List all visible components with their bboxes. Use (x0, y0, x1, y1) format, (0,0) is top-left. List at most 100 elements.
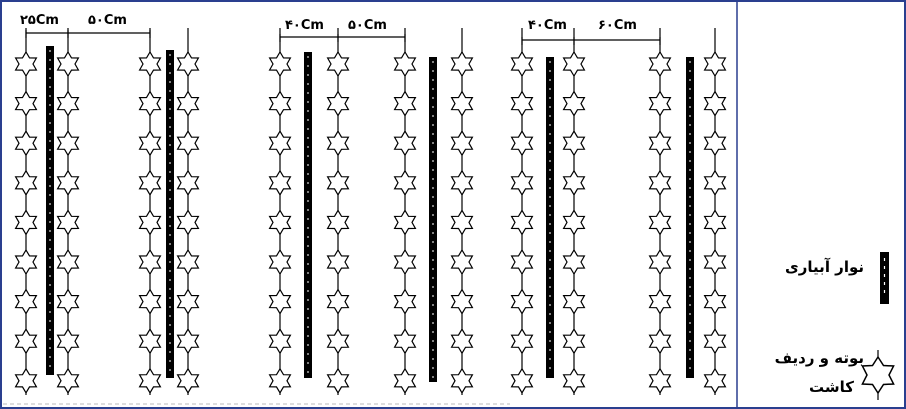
layout-3-plant-row (703, 28, 727, 395)
plant-star-icon (56, 328, 80, 355)
plant-star-icon (450, 90, 474, 117)
plant-star-icon (56, 209, 80, 236)
plant-star-icon (326, 169, 350, 196)
plant-star-icon (703, 50, 727, 78)
plant-star-icon (393, 367, 417, 394)
plant-star-icon (450, 169, 474, 196)
plant-star-icon (138, 169, 162, 196)
drip-tape-icon (880, 252, 889, 304)
drip-tape-bar (546, 57, 554, 378)
plant-star-icon (562, 288, 586, 315)
plant-star-icon (703, 328, 727, 355)
plant-star-icon (703, 169, 727, 196)
drip-tape-bar (46, 46, 54, 375)
plant-star-icon (138, 209, 162, 236)
plant-star-icon (176, 169, 200, 196)
plant-star-icon (562, 209, 586, 236)
plant-star-icon (14, 209, 38, 236)
plant-star-icon (450, 328, 474, 355)
drip-tape-bar (429, 57, 437, 382)
plant-star-icon (326, 328, 350, 355)
plant-star-icon (510, 169, 534, 196)
plant-star-icon (268, 209, 292, 236)
layout-3-group (510, 28, 727, 395)
plant-star-icon (138, 248, 162, 276)
plant-star-icon (562, 367, 586, 394)
plant-star-icon (510, 209, 534, 236)
plant-star-icon (14, 367, 38, 394)
plant-star-icon (56, 50, 80, 78)
layout-1-plant-row (138, 28, 162, 395)
plant-star-icon (648, 50, 672, 78)
layout-1-plant-row (14, 28, 38, 395)
layout-2-spacing-label-1: ۴۰Cm (285, 18, 324, 33)
layout-2-drip-tape (304, 52, 312, 378)
layout-1-plant-row (176, 28, 200, 395)
plant-star-icon (393, 169, 417, 196)
plant-star-icon (393, 130, 417, 157)
plant-star-icon (562, 50, 586, 78)
plant-star-icon (648, 288, 672, 315)
plant-star-icon (450, 367, 474, 394)
plant-star-icon (268, 248, 292, 276)
layout-2-plant-row (450, 28, 474, 395)
plant-star-icon (56, 367, 80, 394)
plant-star-icon (176, 328, 200, 355)
plant-star-icon (510, 367, 534, 394)
plant-star-icon (326, 367, 350, 394)
plant-star-icon (450, 288, 474, 315)
drip-tape-bar (304, 52, 312, 378)
layout-3-drip-tape (686, 57, 694, 378)
plant-star-icon (562, 90, 586, 117)
plant-star-icon (510, 328, 534, 355)
plant-star-icon (703, 367, 727, 394)
plant-star-icon (176, 209, 200, 236)
plant-star-icon (326, 209, 350, 236)
layout-3-drip-tape (546, 57, 554, 378)
six-point-star-icon (861, 350, 895, 400)
plant-star-icon (176, 50, 200, 78)
plant-star-icon (138, 367, 162, 394)
plant-star-icon (56, 169, 80, 196)
plant-star-icon (393, 248, 417, 276)
layout-3-plant-row (510, 28, 534, 395)
layout-1-drip-tape (46, 46, 54, 375)
plant-star-icon (562, 328, 586, 355)
layout-2-plant-row (393, 28, 417, 395)
plant-star-icon (648, 328, 672, 355)
plant-star-icon (14, 248, 38, 276)
layout-1-plant-row (56, 28, 80, 395)
plant-star-icon (393, 50, 417, 78)
plant-star-icon (268, 90, 292, 117)
plant-star-icon (648, 90, 672, 117)
plant-star-icon (393, 328, 417, 355)
plant-star-icon (562, 130, 586, 157)
plant-star-icon (450, 130, 474, 157)
plant-star-icon (648, 248, 672, 276)
layout-1-spacing-label-2: ۵۰Cm (88, 13, 127, 28)
plant-star-icon (703, 288, 727, 315)
plant-star-icon (510, 288, 534, 315)
plant-star-icon (326, 248, 350, 276)
layout-3-spacing-label-1: ۴۰Cm (528, 18, 567, 33)
layout-2-drip-tape (429, 57, 437, 382)
plant-star-icon (268, 288, 292, 315)
plant-star-icon (138, 288, 162, 315)
plant-star-icon (326, 130, 350, 157)
plant-star-icon (176, 288, 200, 315)
plant-star-icon (268, 169, 292, 196)
plant-star-icon (648, 209, 672, 236)
plant-star-icon (450, 248, 474, 276)
legend-tape-label: نوار آبیاری (785, 258, 864, 276)
plant-star-icon (268, 328, 292, 355)
plant-star-icon (56, 90, 80, 117)
plant-star-icon (14, 90, 38, 117)
plant-star-icon (138, 50, 162, 78)
plant-star-icon (176, 367, 200, 394)
legend-plant-label-line1: بوته و ردیف (774, 349, 864, 367)
layout-2-plant-row (268, 28, 292, 395)
plant-star-icon (703, 248, 727, 276)
plant-star-icon (268, 367, 292, 394)
